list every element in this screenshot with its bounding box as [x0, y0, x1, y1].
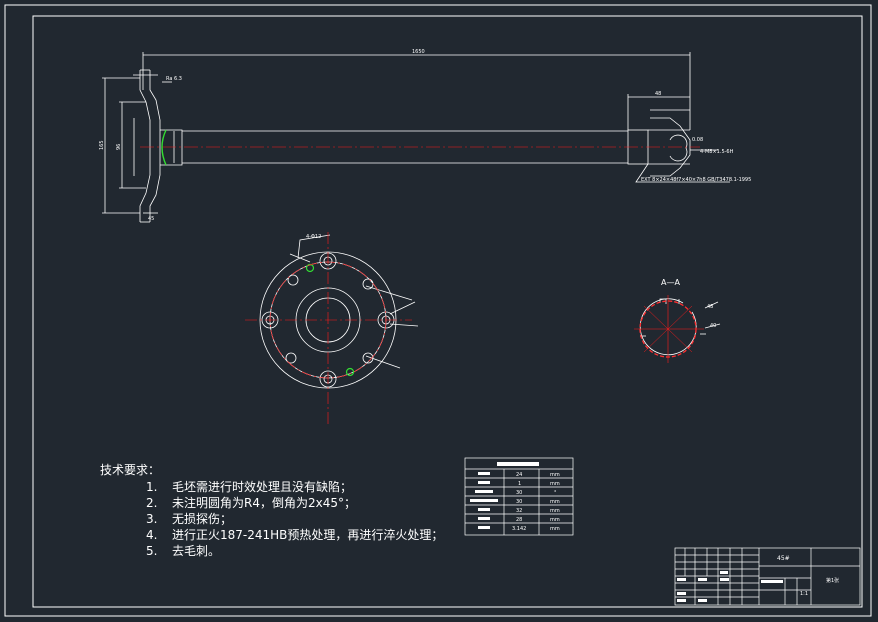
section-diag-2 — [643, 305, 693, 353]
list-item: 4.进行正火187-241HB预热处理，再进行淬火处理； — [146, 528, 444, 542]
flange-highlight-hole-1 — [305, 263, 315, 273]
flange-highlight-hole-2 — [345, 367, 355, 377]
svg-text:mm: mm — [550, 481, 560, 487]
svg-text:1: 1 — [518, 481, 521, 487]
dim-flange-width: 45 — [148, 216, 154, 222]
shaft-main-view — [102, 52, 730, 223]
svg-text:mm: mm — [550, 508, 560, 514]
tech-requirements: 技术要求： 1.毛坯需进行时效处理且没有缺陷； 2.未注明圆角为R4，倒角为2x… — [100, 462, 443, 559]
title-scale: 1:1 — [800, 591, 808, 597]
dim-flange-diameter-2: 96 — [116, 144, 122, 150]
flange-front-view — [259, 234, 419, 389]
dim-tolerance: 0.08 — [692, 137, 703, 143]
dim-end-length: 48 — [655, 91, 661, 97]
dim-spline-diameter: 48 — [707, 304, 713, 310]
svg-text:mm: mm — [550, 472, 560, 478]
svg-text:°: ° — [554, 490, 557, 496]
svg-text:30: 30 — [516, 490, 522, 496]
svg-text:mm: mm — [550, 517, 560, 523]
table-title-block — [497, 462, 539, 466]
table-values: 24 1 30 30 32 28 3.142 mm mm ° mm mm mm … — [512, 472, 560, 532]
list-item: 5.去毛刺。 — [146, 544, 221, 558]
flange-bolt-circle — [269, 261, 387, 379]
svg-text:32: 32 — [516, 508, 522, 514]
dim-overall-length: 1650 — [412, 49, 425, 55]
inner-frame — [32, 15, 863, 608]
dim-roughness: Ra 6.3 — [166, 76, 182, 82]
fillet-highlight — [161, 129, 167, 166]
title-material: 45# — [777, 555, 790, 562]
svg-text:30: 30 — [516, 499, 522, 505]
svg-text:24: 24 — [516, 472, 522, 478]
svg-text:mm: mm — [550, 526, 560, 532]
spline-note: EXT 8×24×48f7×40×7h8 GB/T3478.1-1995 — [641, 177, 751, 183]
dim-flange-diameter: 165 — [99, 140, 105, 150]
tech-requirements-list: 1.毛坯需进行时效处理且没有缺陷； 2.未注明圆角为R4，倒角为2x45°； 3… — [100, 479, 443, 559]
title-block-labels — [677, 571, 783, 602]
dim-bolt-holes: 4-Φ12 — [306, 234, 321, 240]
param-table — [464, 457, 574, 536]
section-label: A—A — [661, 278, 680, 287]
list-item: 3.无损探伤； — [146, 512, 233, 526]
svg-text:mm: mm — [550, 499, 560, 505]
outer-frame — [4, 4, 872, 617]
table-param-names — [470, 472, 498, 529]
dim-thread: 4-M8×1.5-6H — [700, 149, 734, 155]
title-sheet: 第1张 — [826, 577, 839, 584]
tech-requirements-title: 技术要求： — [100, 463, 161, 477]
list-item: 1.毛坯需进行时效处理且没有缺陷； — [146, 480, 353, 494]
dim-spline-diameter-2: 40 — [710, 323, 716, 329]
title-block — [674, 547, 861, 606]
svg-text:3.142: 3.142 — [512, 526, 526, 532]
svg-text:28: 28 — [516, 517, 522, 523]
list-item: 2.未注明圆角为R4，倒角为2x45°； — [146, 496, 356, 510]
